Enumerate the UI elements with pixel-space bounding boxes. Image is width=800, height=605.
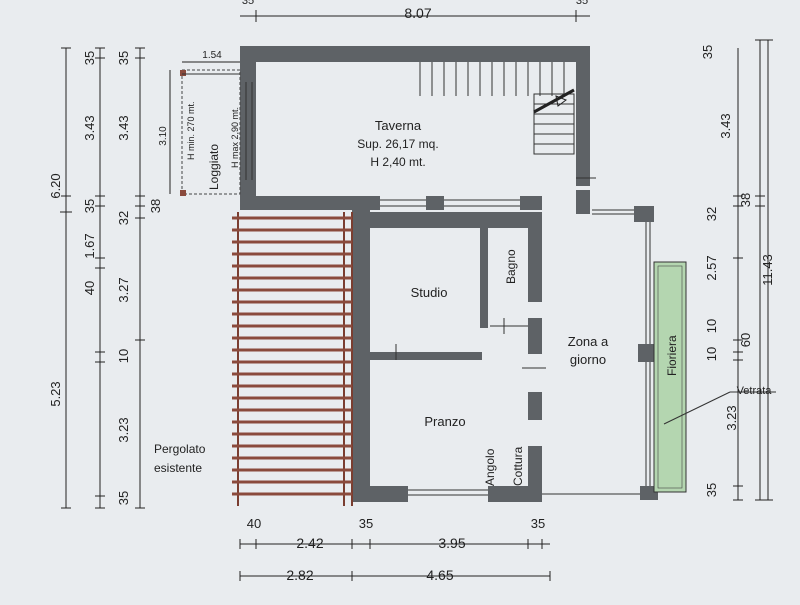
- wall-studio-bottom: [370, 352, 482, 360]
- dimension-lines: [60, 10, 773, 581]
- wall-taverna-right-stub: [576, 190, 590, 214]
- dim-right-c1-2: 10: [704, 319, 719, 333]
- dim-top-right-stub: 35: [576, 0, 588, 7]
- wall-upper-inner: [352, 212, 542, 228]
- bagno-label: Bagno: [504, 249, 518, 284]
- dim-left-c2-0: 35: [82, 51, 97, 65]
- dim-left-c3-4: 38: [148, 199, 163, 213]
- dim-left-c3-1: 3.43: [116, 115, 131, 140]
- dim-left-c2-5: 10: [116, 349, 131, 363]
- wall-top: [240, 46, 590, 62]
- zona-giorno-label-2: giorno: [570, 352, 606, 367]
- dim-right-c1-0: 32: [704, 207, 719, 221]
- dim-right-c2-2: 38: [738, 193, 753, 207]
- dim-bottom-r2-1: 3.95: [438, 535, 465, 551]
- dim-right-outer: 11.43: [760, 254, 775, 286]
- taverna-label: Taverna: [375, 118, 422, 133]
- dim-left-c2-6: 3.23: [116, 417, 131, 442]
- pergolato: [232, 212, 353, 506]
- dim-bottom-r3-1: 4.65: [426, 567, 453, 583]
- dim-left-c3-2: 32: [116, 211, 131, 225]
- walls: [240, 46, 658, 502]
- fioriera-planter: [653, 261, 687, 493]
- wall-bottom-left: [352, 486, 408, 502]
- fioriera-inner: [657, 265, 683, 489]
- dim-right-c1-3: 10: [704, 347, 719, 361]
- dim-left-c2-2: 35: [82, 199, 97, 213]
- dim-left-c3-0: 35: [116, 51, 131, 65]
- wall-bagno-right: [528, 212, 542, 302]
- dim-top-left-stub: 35: [242, 0, 254, 7]
- dim-right-c2-3: 60: [738, 333, 753, 347]
- dim-top-total: 8.07: [404, 5, 431, 21]
- wall-taverna-right: [576, 46, 590, 186]
- angolo-label: Angolo: [483, 448, 497, 486]
- wall-cottura-1: [528, 392, 542, 420]
- stairs: [419, 62, 575, 155]
- taverna-height-label: H 2,40 mt.: [370, 155, 425, 169]
- dim-left-c2-7: 35: [116, 491, 131, 505]
- wall-bottom-right: [488, 486, 542, 502]
- vetrata-label: Vetrata: [737, 385, 773, 397]
- dim-left-c2-3: 1.67: [82, 233, 97, 258]
- pranzo-label: Pranzo: [424, 414, 465, 429]
- dim-bottom-r3-0: 2.82: [286, 567, 313, 583]
- cottura-label: Cottura: [511, 446, 525, 486]
- stair-arrow-icon: [555, 95, 568, 107]
- loggiato-hmin-label: H min. 270 mt.: [186, 101, 196, 160]
- openings: [245, 82, 776, 496]
- dim-loggia-width: 1.54: [202, 50, 222, 61]
- fioriera-label: Fioriera: [665, 335, 679, 376]
- dim-bottom-r2-0: 2.42: [296, 535, 323, 551]
- wall-taverna-bottom-mid: [426, 196, 444, 210]
- wall-taverna-left: [240, 46, 256, 206]
- dim-right-c1-5: 35: [704, 483, 719, 497]
- dim-right-c2-1: 3.43: [718, 113, 733, 138]
- loggiato-label: Loggiato: [207, 144, 221, 190]
- zona-giorno-label-1: Zona a: [568, 334, 609, 349]
- wall-taverna-bottom-left: [240, 196, 380, 210]
- pillar-top: [634, 206, 654, 222]
- wall-left-lower: [352, 228, 370, 498]
- pergolato-label-1: Pergolato: [154, 442, 206, 456]
- wall-bagno-mid: [528, 318, 542, 354]
- dim-left-outer-1: 6.20: [48, 173, 63, 198]
- dim-loggia-height: 3.10: [158, 126, 169, 146]
- dim-bottom-r1-0: 40: [247, 516, 261, 531]
- dimension-labels: 8.07 35 35 1.54 3.10 6.20 5.23 35 3.43 3…: [48, 0, 775, 583]
- taverna-area-label: Sup. 26,17 mq.: [357, 137, 438, 151]
- wall-taverna-bottom-right: [520, 196, 542, 210]
- dim-left-c2-4: 40: [82, 281, 97, 295]
- wall-studio-bagno: [480, 228, 488, 328]
- dim-left-c2-1: 3.43: [82, 115, 97, 140]
- dim-left-outer-2: 5.23: [48, 381, 63, 406]
- dim-right-c2-0: 35: [700, 45, 715, 59]
- dim-left-c3-3: 3.27: [116, 277, 131, 302]
- dim-right-c1-1: 2.57: [704, 255, 719, 280]
- loggiato: [180, 69, 241, 196]
- loggiato-hmax-label: H max 2,90 mt.: [230, 107, 240, 168]
- dim-right-c1-4: 3.23: [724, 405, 739, 430]
- pergolato-label-2: esistente: [154, 461, 202, 475]
- room-labels: Taverna Sup. 26,17 mq. H 2,40 mt. Loggia…: [154, 101, 772, 486]
- dim-bottom-r1-1: 35: [359, 516, 373, 531]
- studio-label: Studio: [411, 285, 448, 300]
- dim-bottom-r1-2: 35: [531, 516, 545, 531]
- pillar-mid: [638, 344, 656, 362]
